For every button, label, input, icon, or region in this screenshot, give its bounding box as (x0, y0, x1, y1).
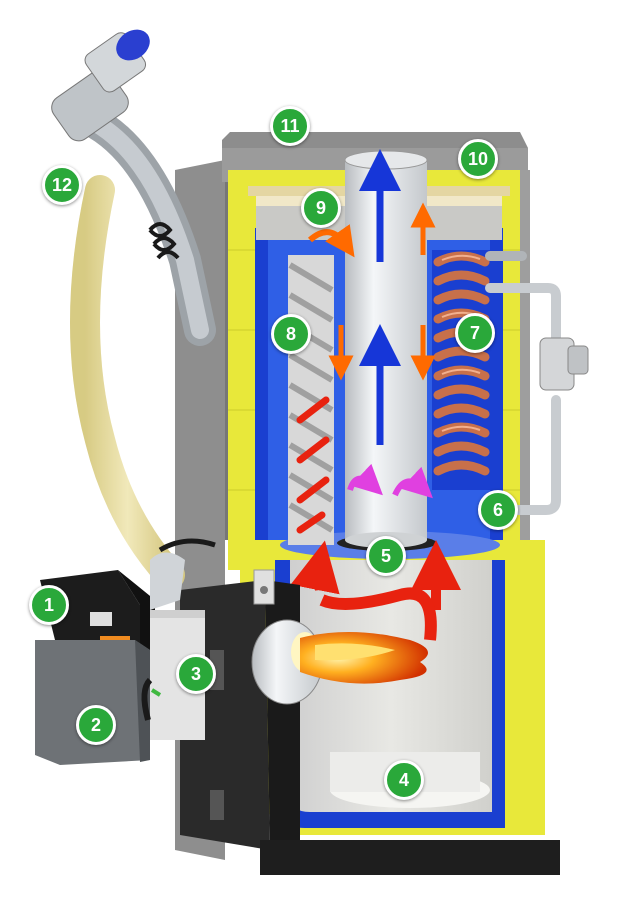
marker-pellet-hopper-connector: 1 (29, 585, 69, 625)
pellet-feed-system (51, 29, 216, 610)
marker-turbulator: 8 (271, 314, 311, 354)
heat-exchanger-coil (432, 250, 490, 490)
marker-top-insulation: 10 (458, 139, 498, 179)
marker-burner-feed-unit: 3 (176, 654, 216, 694)
marker-pellet-feed-auger: 12 (42, 165, 82, 205)
flow-arrows (290, 149, 461, 641)
turbulator-spiral (288, 255, 334, 545)
auger-motor (51, 29, 150, 142)
marker-top-cover: 11 (270, 106, 310, 146)
marker-heat-exchanger-coil: 7 (455, 313, 495, 353)
right-casing (520, 170, 530, 835)
marker-flue-gas-path: 9 (301, 188, 341, 228)
flue-tube (344, 150, 428, 548)
burner-flame (251, 619, 428, 705)
marker-ash-pan: 4 (384, 760, 424, 800)
mount-bracket (253, 569, 275, 605)
pump-pipework (485, 251, 589, 515)
marker-combustion-chamber: 5 (366, 536, 406, 576)
marker-burner-housing: 2 (76, 705, 116, 745)
marker-water-outlet: 6 (478, 490, 518, 530)
